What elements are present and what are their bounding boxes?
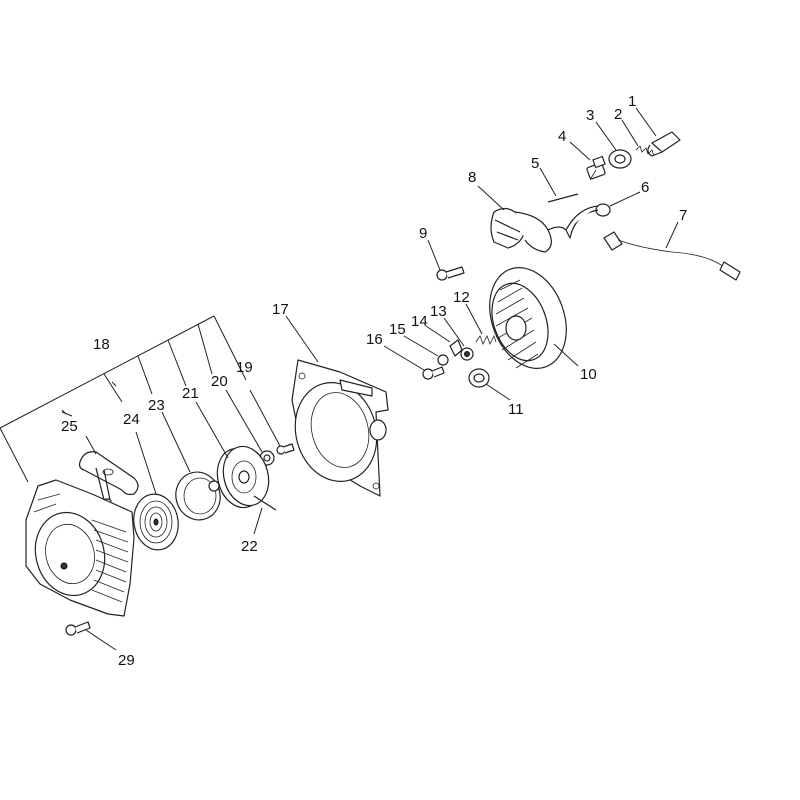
- callout-3: 3: [586, 107, 594, 124]
- callout-25: 25: [61, 418, 78, 435]
- callout-18: 18: [93, 336, 110, 353]
- part-9-screw: [436, 266, 465, 281]
- part-6-grommet: [595, 203, 611, 217]
- callout-9: 9: [419, 225, 427, 242]
- part-29-screw: [65, 621, 91, 636]
- callout-20: 20: [211, 373, 228, 390]
- part-18-starter-cover: [25, 479, 135, 617]
- callout-1: 1: [628, 93, 636, 110]
- part-10-flywheel: [489, 267, 567, 369]
- part-5-pin: [547, 193, 579, 203]
- callout-13: 13: [430, 303, 447, 320]
- part-8-ignition-coil: [490, 205, 599, 253]
- callout-19: 19: [236, 359, 253, 376]
- callout-12: 12: [453, 289, 470, 306]
- part-24-rewind-spring: [133, 493, 179, 551]
- callout-5: 5: [531, 155, 539, 172]
- part-25-starter-grip: [78, 451, 139, 504]
- callout-17: 17: [272, 301, 289, 318]
- part-12-spring: [475, 334, 497, 345]
- callout-7: 7: [679, 207, 687, 224]
- callout-16: 16: [366, 331, 383, 348]
- part-11-nut: [468, 368, 490, 388]
- callout-10: 10: [580, 366, 597, 383]
- callout-11: 11: [508, 401, 524, 418]
- part-16-screw: [422, 366, 445, 380]
- part-15-washer: [437, 354, 449, 366]
- part-14-pawl: [449, 339, 463, 357]
- part-19-screw: [276, 443, 295, 455]
- part-4-terminal: [586, 155, 606, 181]
- callout-6: 6: [641, 179, 649, 196]
- part-23-spring-housing: [175, 471, 221, 521]
- part-2-spring: [635, 145, 655, 157]
- leader-lines: [0, 107, 679, 651]
- part-1-spark-plug-cap: [647, 131, 681, 157]
- callout-29: 29: [118, 652, 135, 669]
- callout-15: 15: [389, 321, 406, 338]
- part-22-starter-rope: [253, 495, 277, 511]
- callout-4: 4: [558, 128, 566, 145]
- part-3-nut: [608, 149, 632, 169]
- callout-21: 21: [182, 385, 199, 402]
- callout-2: 2: [614, 106, 622, 123]
- callout-23: 23: [148, 397, 165, 414]
- callout-labels: 1 2 3 4 5 6 7 8 9 10 11 12 13 14 15 16 1…: [61, 93, 687, 669]
- callout-24: 24: [123, 411, 140, 428]
- part-13-washer: [460, 347, 474, 361]
- part-21-rope-rotor: [216, 445, 270, 509]
- part-17-fan-housing: [291, 359, 389, 497]
- callout-22: 22: [241, 538, 258, 555]
- part-7-wire: [603, 231, 741, 281]
- callout-8: 8: [468, 169, 476, 186]
- callout-14: 14: [411, 313, 428, 330]
